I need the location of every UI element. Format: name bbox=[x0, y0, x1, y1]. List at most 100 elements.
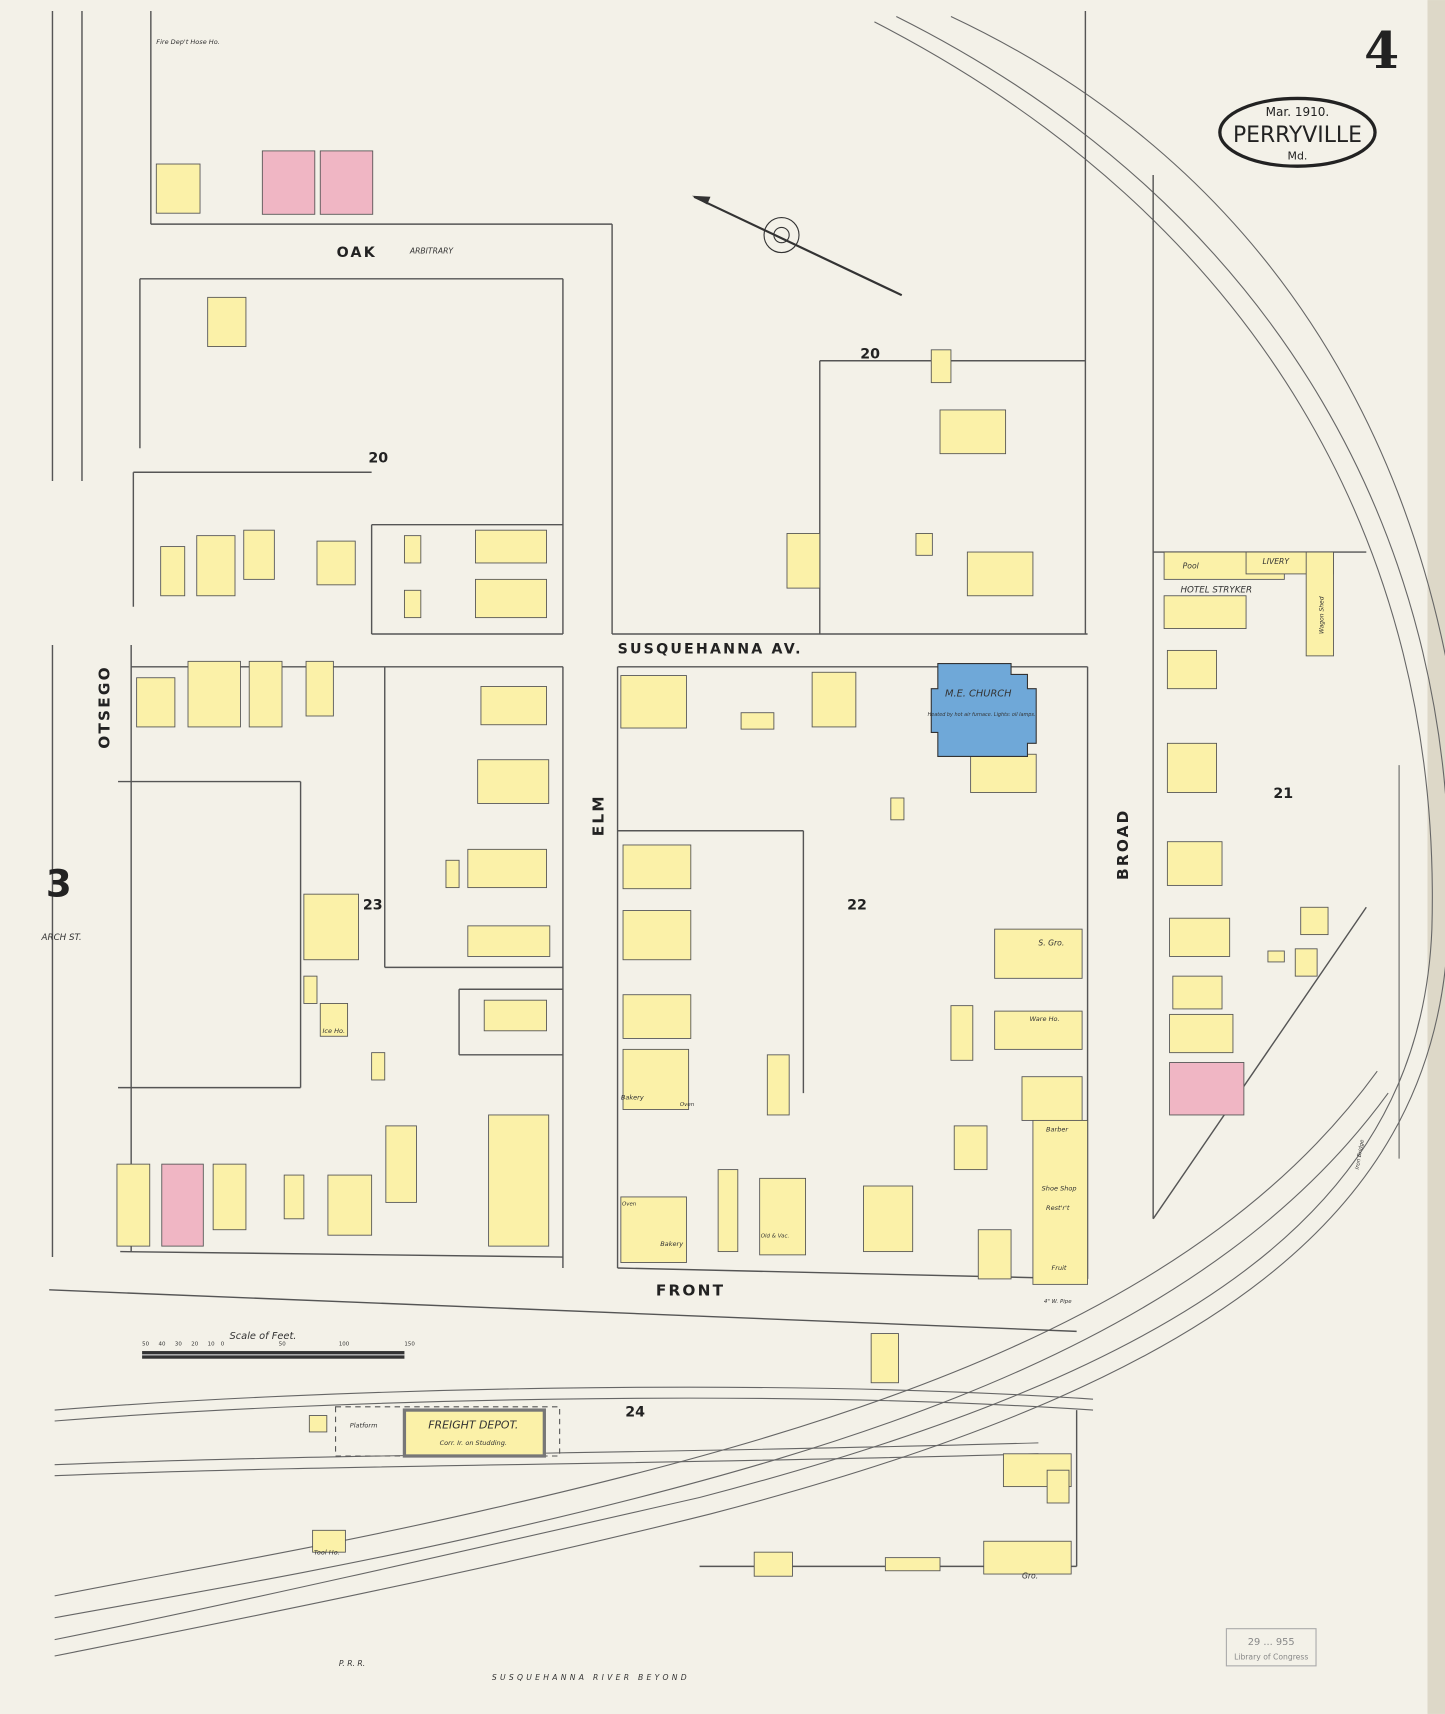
street-lines bbox=[49, 10, 1367, 1568]
building-footprint bbox=[939, 409, 1007, 455]
building-footprint bbox=[1294, 948, 1318, 977]
building-footprint bbox=[316, 540, 356, 586]
building-footprint bbox=[622, 1048, 690, 1110]
freight-depot[interactable]: FREIGHT DEPOT. Corr. Ir. on Studding. Pl… bbox=[335, 1406, 561, 1458]
building-footprint bbox=[994, 1010, 1083, 1050]
iron-bridge-label: Iron Bridge bbox=[1355, 1139, 1366, 1170]
hotel-label: HOTEL STRYKER bbox=[1180, 585, 1252, 595]
building-footprint bbox=[966, 551, 1034, 597]
building-footprint bbox=[753, 1551, 793, 1577]
water-pipe-label: 4" W. Pipe bbox=[1044, 1299, 1072, 1305]
building-footprint bbox=[1300, 906, 1329, 936]
building-footprint bbox=[1305, 551, 1334, 657]
building-footprint bbox=[1032, 1119, 1089, 1285]
scale-tick-label: 50 bbox=[279, 1342, 286, 1348]
building-footprint bbox=[261, 150, 316, 215]
block-number: 20 bbox=[860, 347, 880, 363]
scale-tick-label: 100 bbox=[339, 1342, 350, 1348]
building-footprint bbox=[160, 546, 186, 597]
building-footprint bbox=[1046, 1469, 1070, 1504]
church-label: M.E. CHURCH bbox=[945, 688, 1012, 699]
scale-title: Scale of Feet. bbox=[230, 1331, 297, 1342]
building-footprint bbox=[196, 535, 236, 597]
building-footprint bbox=[319, 150, 374, 215]
building-footprint bbox=[161, 1163, 204, 1247]
street-labels: OAK ARBITRARY SUSQUEHANNA AV. ELM OTSEGO… bbox=[41, 245, 1132, 1299]
me-church[interactable]: M.E. CHURCH Heated by hot air furnace. L… bbox=[928, 662, 1037, 757]
building-footprint bbox=[248, 660, 283, 728]
building-footprint bbox=[467, 848, 547, 889]
building-footprint bbox=[766, 1054, 790, 1116]
fire-dept-label: Fire Dep't Hose Ho. bbox=[156, 38, 220, 46]
building-footprint bbox=[475, 529, 547, 564]
building-footprint bbox=[116, 1163, 151, 1247]
building-footprint bbox=[319, 1003, 349, 1037]
state-name: Md. bbox=[1288, 150, 1308, 163]
bakery-label: Bakery bbox=[621, 1094, 644, 1102]
warehouse-label: Ware Ho. bbox=[1030, 1015, 1060, 1023]
scale-tick-label: 20 bbox=[191, 1342, 198, 1348]
building-footprint bbox=[187, 660, 241, 728]
street-oak: OAK bbox=[337, 245, 377, 261]
building-footprint bbox=[385, 1125, 417, 1203]
block-number: 21 bbox=[1273, 786, 1293, 802]
building-footprint bbox=[207, 296, 247, 347]
oven-label: Oven bbox=[680, 1102, 695, 1108]
buildings-layer bbox=[116, 150, 1334, 1577]
building-footprint bbox=[863, 1185, 914, 1253]
oven-label-2: Oven bbox=[622, 1202, 637, 1208]
page-edge bbox=[1427, 0, 1445, 1714]
building-footprint bbox=[1169, 1062, 1245, 1116]
street-arch: ARCH ST. bbox=[41, 933, 82, 943]
scale-tick-label: 40 bbox=[158, 1342, 165, 1348]
tool-house-label: Tool Ho. bbox=[314, 1548, 340, 1556]
street-susquehanna: SUSQUEHANNA AV. bbox=[618, 642, 803, 658]
street-otsego: OTSEGO bbox=[95, 665, 113, 749]
building-footprint bbox=[977, 1229, 1012, 1280]
ice-house-label: Ice Ho. bbox=[322, 1027, 345, 1035]
building-footprint bbox=[983, 1540, 1072, 1575]
grocery-label: Gro. bbox=[1022, 1571, 1038, 1580]
s-grocery-label: S. Gro. bbox=[1038, 939, 1064, 948]
block-number: 22 bbox=[847, 897, 867, 913]
block-number: 20 bbox=[368, 450, 388, 466]
scale-tick-label: 30 bbox=[175, 1342, 182, 1348]
building-footprint bbox=[870, 1333, 899, 1384]
scale-tick-label: 0 bbox=[221, 1342, 225, 1348]
building-footprint bbox=[1166, 742, 1217, 793]
building-footprint bbox=[1166, 841, 1223, 886]
building-footprint bbox=[759, 1177, 807, 1256]
platform-label: Platform bbox=[350, 1422, 378, 1430]
street-arbitrary: ARBITRARY bbox=[409, 247, 455, 256]
building-footprint bbox=[1169, 917, 1231, 957]
building-footprint bbox=[786, 533, 821, 589]
building-footprint bbox=[371, 1052, 386, 1081]
building-footprint bbox=[890, 797, 905, 821]
pool-label: Pool bbox=[1183, 561, 1200, 570]
building-footprint bbox=[303, 893, 359, 961]
map-date: Mar. 1910. bbox=[1266, 105, 1330, 119]
title-cartouche: Mar. 1910. PERRYVILLE Md. bbox=[1218, 96, 1377, 168]
restaurant-label: Rest'r't bbox=[1046, 1204, 1070, 1212]
scale-tick-label: 150 bbox=[404, 1342, 415, 1348]
building-footprint bbox=[445, 859, 460, 889]
building-footprint bbox=[403, 535, 422, 564]
building-footprint bbox=[467, 925, 551, 957]
building-footprint bbox=[622, 910, 692, 961]
stamp-date: 29 ... 955 bbox=[1248, 1637, 1295, 1648]
sheet-number: 4 bbox=[1364, 21, 1399, 80]
building-footprint bbox=[488, 1114, 550, 1247]
freight-depot-label: FREIGHT DEPOT. bbox=[428, 1419, 518, 1432]
church-note: Heated by hot air furnace. Lights: oil l… bbox=[928, 712, 1036, 718]
building-footprint bbox=[312, 1529, 346, 1553]
library-stamp: 29 ... 955 Library of Congress bbox=[1225, 1628, 1317, 1667]
street-elm: ELM bbox=[589, 794, 607, 836]
old-vac-label: Old & Vac. bbox=[761, 1233, 790, 1239]
street-front: FRONT bbox=[656, 1281, 725, 1299]
building-footprint bbox=[953, 1125, 988, 1171]
scale-tick-label: 10 bbox=[208, 1342, 215, 1348]
block-number: 24 bbox=[625, 1405, 645, 1421]
adjacent-sheet-number[interactable]: 3 bbox=[46, 862, 72, 905]
